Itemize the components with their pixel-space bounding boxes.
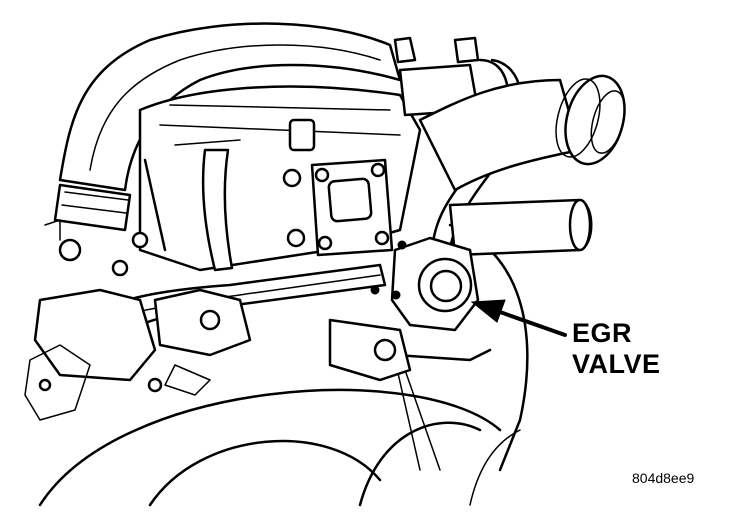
egr-valve-label: EGR VALVE bbox=[572, 318, 661, 380]
flywheel bbox=[38, 388, 521, 507]
callout-arrow bbox=[470, 299, 567, 337]
egr-label-line1: EGR bbox=[572, 318, 633, 348]
left-bracket bbox=[33, 231, 412, 393]
egr-label-line2: VALVE bbox=[572, 349, 661, 379]
adapter-plate bbox=[310, 158, 394, 257]
figure-code: 804d8ee9 bbox=[632, 470, 695, 486]
coolant-tube bbox=[448, 198, 593, 257]
left-fittings bbox=[24, 219, 211, 421]
egr-valve bbox=[370, 236, 480, 332]
air-tube-right bbox=[418, 74, 626, 192]
